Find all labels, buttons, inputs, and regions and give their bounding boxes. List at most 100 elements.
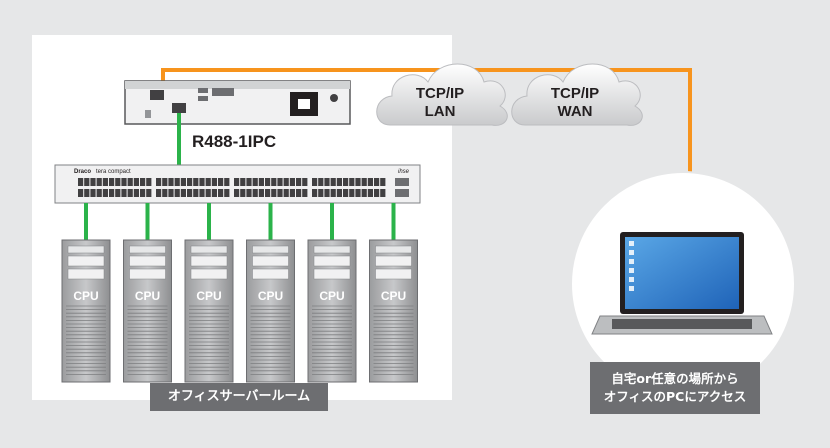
switch-port bbox=[283, 178, 289, 186]
switch-port bbox=[246, 178, 252, 186]
switch-port bbox=[252, 189, 258, 197]
switch-port bbox=[168, 189, 174, 197]
switch-uplink-port bbox=[395, 189, 409, 197]
switch-port bbox=[218, 178, 224, 186]
switch-port bbox=[312, 189, 318, 197]
switch-port bbox=[296, 189, 302, 197]
switch-port bbox=[283, 189, 289, 197]
switch-port bbox=[374, 189, 380, 197]
switch-port bbox=[224, 178, 230, 186]
switch-port bbox=[156, 189, 162, 197]
cpu-label: CPU bbox=[381, 289, 406, 303]
switch-port bbox=[265, 189, 271, 197]
switch-port bbox=[211, 178, 217, 186]
switch-port bbox=[289, 189, 295, 197]
switch-brand: Draco bbox=[74, 169, 91, 175]
device-name: R488-1IPC bbox=[192, 132, 277, 151]
laptop-icon bbox=[591, 232, 773, 335]
switch-port bbox=[115, 178, 121, 186]
switch-port bbox=[211, 189, 217, 197]
switch-port bbox=[218, 189, 224, 197]
switch-port bbox=[330, 189, 336, 197]
switch-port bbox=[102, 178, 108, 186]
cpu-server: CPU bbox=[369, 239, 418, 383]
cpu-port-icon bbox=[172, 103, 186, 113]
switch-port bbox=[330, 178, 336, 186]
cpu-server: CPU bbox=[184, 239, 234, 383]
switch-port bbox=[240, 178, 246, 186]
switch-port bbox=[109, 178, 115, 186]
switch-port bbox=[180, 189, 186, 197]
switch-port bbox=[258, 178, 264, 186]
switch-port bbox=[121, 189, 127, 197]
cpu-label: CPU bbox=[135, 289, 160, 303]
switch-port bbox=[140, 178, 146, 186]
switch-port bbox=[156, 178, 162, 186]
switch-port bbox=[193, 189, 199, 197]
switch-port bbox=[318, 189, 324, 197]
switch-port bbox=[277, 178, 283, 186]
switch-port bbox=[174, 189, 180, 197]
remote-location bbox=[570, 171, 796, 397]
switch-port bbox=[193, 178, 199, 186]
remote-label-line2: オフィスのPCにアクセス bbox=[603, 389, 747, 404]
switch-port bbox=[336, 178, 342, 186]
cpu-label: CPU bbox=[319, 289, 344, 303]
switch-port bbox=[168, 178, 174, 186]
wan-cloud: TCP/IP WAN bbox=[511, 63, 643, 126]
switch-port bbox=[271, 189, 277, 197]
switch-port bbox=[133, 178, 139, 186]
switch-port bbox=[312, 178, 318, 186]
switch-port bbox=[96, 189, 102, 197]
switch-port bbox=[252, 178, 258, 186]
switch-port bbox=[258, 189, 264, 197]
switch-port bbox=[84, 189, 90, 197]
switch-port bbox=[133, 189, 139, 197]
switch-port bbox=[90, 189, 96, 197]
switch-port bbox=[246, 189, 252, 197]
switch-uplink-port bbox=[395, 178, 409, 186]
cloud-lan-line2: LAN bbox=[425, 103, 456, 120]
switch-model: tera compact bbox=[96, 169, 131, 175]
switch-port bbox=[127, 189, 133, 197]
switch-port bbox=[355, 178, 361, 186]
switch-port bbox=[380, 178, 386, 186]
switch-port bbox=[265, 178, 271, 186]
room-label: オフィスサーバールーム bbox=[150, 383, 328, 411]
switch-port bbox=[367, 178, 373, 186]
switch-port bbox=[162, 178, 168, 186]
switch-port bbox=[349, 189, 355, 197]
switch-port bbox=[271, 178, 277, 186]
cloud-lan-line1: TCP/IP bbox=[416, 85, 464, 102]
switch-port bbox=[302, 189, 308, 197]
switch-port bbox=[234, 189, 240, 197]
switch-logo: ihse bbox=[398, 169, 410, 175]
switch-port bbox=[324, 178, 330, 186]
switch-port bbox=[146, 189, 152, 197]
switch-port bbox=[127, 178, 133, 186]
switch-port bbox=[78, 189, 84, 197]
cpu-server: CPU bbox=[123, 239, 172, 383]
switch-port bbox=[205, 189, 211, 197]
switch-port bbox=[324, 189, 330, 197]
switch-port bbox=[234, 178, 240, 186]
switch-port bbox=[84, 178, 90, 186]
switch-port bbox=[361, 189, 367, 197]
draco-switch: Draco tera compact ihse bbox=[54, 164, 421, 204]
server-links bbox=[84, 203, 396, 240]
lan-cloud: TCP/IP LAN bbox=[376, 63, 508, 126]
switch-port bbox=[199, 178, 205, 186]
switch-port bbox=[224, 189, 230, 197]
switch-port bbox=[162, 189, 168, 197]
switch-port bbox=[78, 178, 84, 186]
switch-port bbox=[374, 178, 380, 186]
cpu-label: CPU bbox=[73, 289, 98, 303]
cpu-label: CPU bbox=[196, 289, 221, 303]
cpu-server: CPU bbox=[61, 239, 111, 383]
switch-port bbox=[146, 178, 152, 186]
switch-port bbox=[96, 178, 102, 186]
switch-port bbox=[180, 178, 186, 186]
